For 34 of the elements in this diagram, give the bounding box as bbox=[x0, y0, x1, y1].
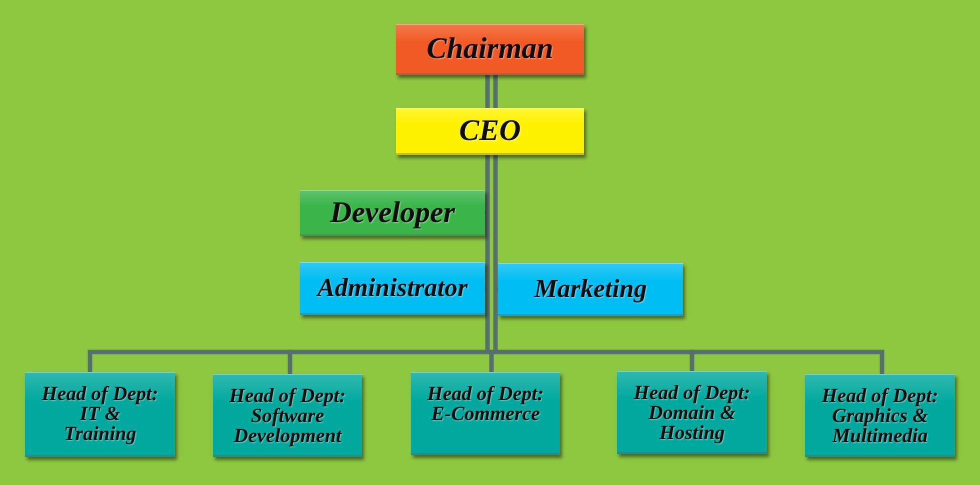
department-box bbox=[805, 374, 955, 457]
department-box bbox=[213, 374, 362, 457]
position-box bbox=[300, 262, 485, 315]
dept-name: Software Development bbox=[232, 406, 342, 446]
connector-line bbox=[288, 350, 292, 374]
department-box bbox=[411, 372, 560, 455]
connector-line bbox=[290, 350, 492, 354]
dept-heading: Head of Dept: bbox=[42, 384, 158, 404]
dept-name: Domain & Hosting bbox=[647, 403, 736, 443]
dept-heading: Head of Dept: bbox=[822, 386, 938, 406]
connector-line bbox=[489, 352, 494, 372]
dept-name: Graphics & Multimedia bbox=[830, 406, 928, 446]
dept-name: IT & Training bbox=[62, 404, 136, 444]
connector-line bbox=[482, 152, 490, 216]
position-box bbox=[300, 190, 485, 236]
position-box bbox=[498, 263, 683, 316]
connector-line bbox=[493, 152, 500, 292]
position-title: Chairman bbox=[426, 32, 554, 66]
connector-line bbox=[690, 348, 886, 376]
dept-heading: Head of Dept: bbox=[427, 384, 544, 404]
dept-heading: Head of Dept: bbox=[634, 383, 750, 403]
position-title: Developer bbox=[330, 196, 455, 230]
connector-line bbox=[492, 350, 692, 354]
department-box bbox=[25, 372, 175, 457]
position-title: Administrator bbox=[317, 273, 468, 303]
connector-line bbox=[485, 72, 498, 110]
position-box bbox=[396, 108, 584, 155]
position-title: CEO bbox=[459, 114, 521, 148]
connector-line bbox=[482, 210, 490, 291]
dept-name: E-Commerce bbox=[431, 404, 540, 424]
position-title: Marketing bbox=[534, 274, 647, 304]
position-box bbox=[396, 24, 584, 75]
dept-heading: Head of Dept: bbox=[229, 386, 346, 406]
department-box bbox=[617, 371, 767, 454]
